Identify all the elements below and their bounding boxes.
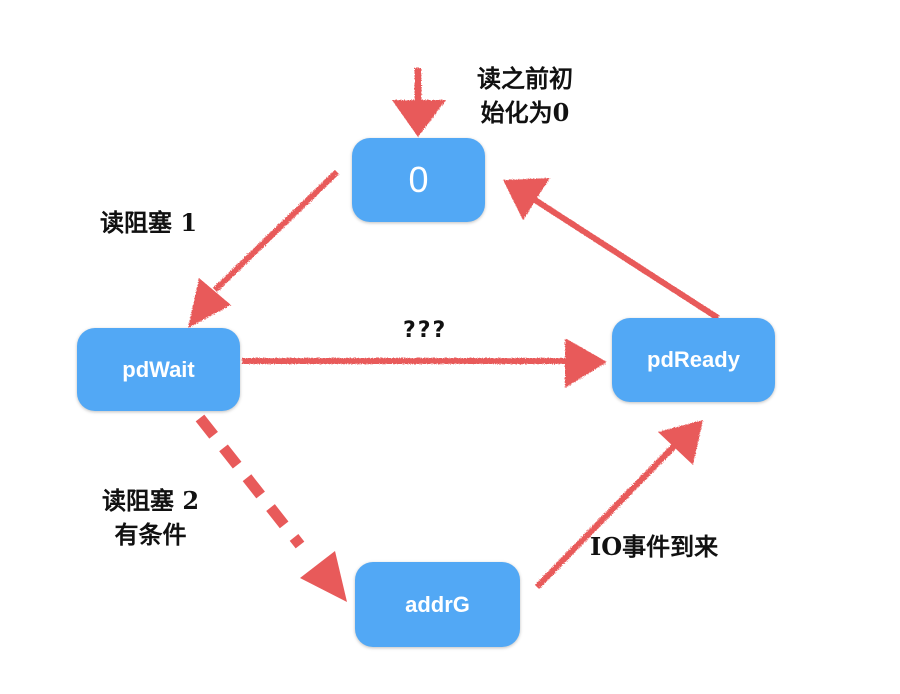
- label-block2-line1: 读阻塞 2: [102, 486, 200, 515]
- label-block1: 读阻塞 1: [100, 208, 198, 237]
- arrow-pdready-to-zero: [533, 197, 720, 321]
- arrowhead-addrg-to-pdready: [658, 420, 703, 465]
- label-init: 读之前初 始化为0: [477, 62, 573, 130]
- arrowhead-pdready-to-zero: [503, 178, 550, 220]
- arrowhead-pdwait-to-addrg: [300, 551, 347, 602]
- label-block2: 读阻塞 2 有条件: [102, 484, 199, 552]
- arrowhead-zero-to-pdwait: [188, 278, 231, 328]
- arrowhead-pdwait-to-pdready: [565, 338, 607, 388]
- arrowhead-start-to-zero: [392, 100, 446, 137]
- label-init-line1: 读之前初: [477, 64, 573, 93]
- label-io-event: IO事件到来: [590, 532, 719, 561]
- arrow-zero-to-pdwait: [212, 169, 340, 293]
- arrow-addrg-to-pdready: [534, 437, 683, 590]
- label-unknown: ???: [403, 318, 448, 343]
- node-pdwait: pdWait: [77, 328, 240, 411]
- label-block2-line2: 有条件: [114, 520, 187, 549]
- node-zero: 0: [352, 138, 485, 222]
- node-pdready: pdReady: [612, 318, 775, 402]
- node-addrg: addrG: [355, 562, 520, 647]
- label-init-line2: 始化为0: [480, 98, 570, 127]
- arrow-pdwait-to-addrg-dashed: [195, 414, 305, 549]
